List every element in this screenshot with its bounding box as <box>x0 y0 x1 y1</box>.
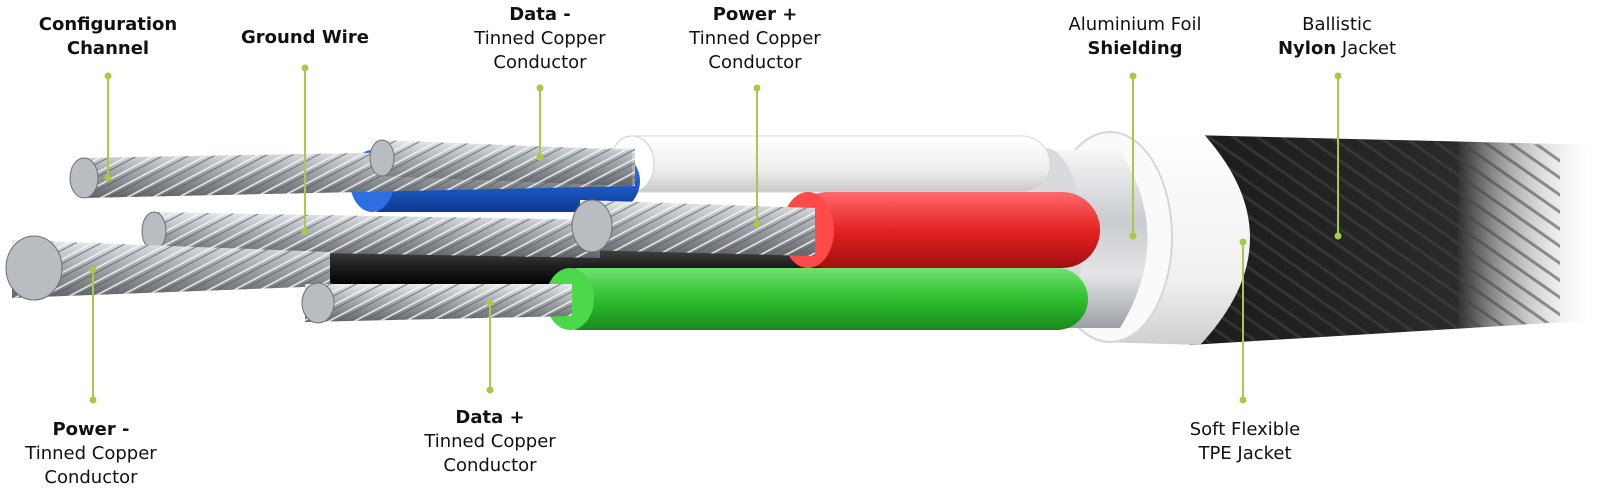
wire-power-plus-insulation <box>782 192 1100 268</box>
leader-nylon-jacket-start-dot <box>1334 72 1342 80</box>
leader-power-minus-start-dot <box>89 266 97 274</box>
strand-ground <box>141 211 600 258</box>
leader-configuration-channel-start-dot <box>104 72 112 80</box>
leader-data-plus-end-dot <box>486 386 494 394</box>
strand-data-plus <box>301 282 572 324</box>
label-data-minus: Data - Tinned Copper Conductor <box>474 4 606 73</box>
label-tpe-jacket: Soft Flexible TPE Jacket <box>1189 419 1301 464</box>
label-ballistic-nylon-jacket: Ballistic Nylon Jacket <box>1277 14 1397 59</box>
leader-configuration-channel-end-dot <box>104 174 112 182</box>
leader-tpe-jacket-start-dot <box>1239 238 1247 246</box>
wire-config-insulation <box>609 135 1051 193</box>
leader-ground-wire-start-dot <box>301 64 309 72</box>
leader-data-minus-end-dot <box>536 153 544 161</box>
leader-aluminium-foil-shielding-start-dot <box>1129 72 1137 80</box>
leader-power-plus-start-dot <box>753 84 761 92</box>
leader-aluminium-foil-shielding-end-dot <box>1129 232 1137 240</box>
strand-power-minus <box>5 235 330 301</box>
nylon-jacket <box>1190 135 1600 345</box>
leader-tpe-jacket-end-dot <box>1239 396 1247 404</box>
leader-lines <box>89 64 1342 404</box>
leader-ground-wire-end-dot <box>301 228 309 236</box>
strand-power-plus <box>571 199 815 256</box>
label-power-plus: Power + Tinned Copper Conductor <box>689 4 821 73</box>
label-data-plus: Data + Tinned Copper Conductor <box>424 407 556 476</box>
label-ground-wire: Ground Wire <box>241 27 369 48</box>
leader-power-minus-end-dot <box>89 396 97 404</box>
leader-data-plus-start-dot <box>486 299 494 307</box>
label-aluminium-foil-shielding: Aluminium Foil Shielding <box>1068 14 1202 59</box>
label-power-minus: Power - Tinned Copper Conductor <box>25 419 157 488</box>
strand-data-minus <box>369 139 632 186</box>
leader-power-plus-end-dot <box>753 220 761 228</box>
wire-data-plus-insulation <box>546 268 1088 330</box>
leader-nylon-jacket-end-dot <box>1334 232 1342 240</box>
leader-data-minus-start-dot <box>536 84 544 92</box>
label-configuration-channel: Configuration Channel <box>38 14 178 59</box>
